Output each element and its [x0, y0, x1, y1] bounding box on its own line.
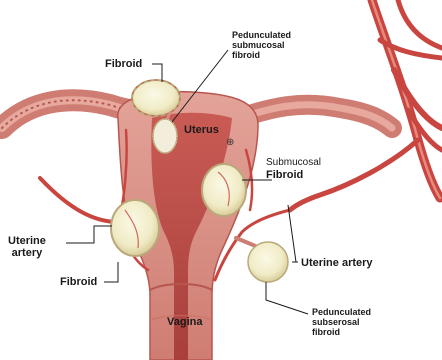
label-fibroid-top: Fibroid [105, 58, 142, 70]
label-pedunculated-subserosal-fibroid: Pedunculated subserosal fibroid [312, 307, 371, 337]
label-pedunculated-submucosal-fibroid: Pedunculated submucosal fibroid [232, 30, 291, 60]
fibroid-pedunculated-subserosal [236, 238, 288, 282]
label-submucosal-fibroid: Submucosal Fibroid [266, 157, 321, 181]
fibroid-top [132, 80, 180, 116]
label-uterine-artery-left-line-2: artery [8, 247, 46, 259]
label-uterine-artery-left-line-1: Uterine [8, 235, 46, 247]
label-pedunculated-subserosal-line-1: Pedunculated [312, 307, 371, 317]
label-submucosal-line-2: Fibroid [266, 169, 321, 181]
fibroid-left-wall [111, 200, 159, 256]
label-pedunculated-subserosal-line-3: fibroid [312, 327, 371, 337]
cursor-crosshair-icon: ⊕ [226, 137, 234, 149]
label-submucosal-line-1: Submucosal [266, 157, 321, 169]
label-pedunculated-subserosal-line-2: subserosal [312, 317, 371, 327]
label-pedunculated-submucosal-line-1: Pedunculated [232, 30, 291, 40]
label-uterus: Uterus [184, 124, 219, 136]
label-uterine-artery-right: Uterine artery [301, 257, 373, 269]
label-uterine-artery-left: Uterine artery [8, 235, 46, 259]
fibroid-submucosal [202, 164, 246, 216]
label-pedunculated-submucosal-line-2: submucosal [232, 40, 291, 50]
label-fibroid-bottom: Fibroid [60, 276, 97, 288]
label-pedunculated-submucosal-line-3: fibroid [232, 50, 291, 60]
fallopian-tube-right [240, 105, 392, 128]
label-vagina: Vagina [167, 316, 202, 328]
